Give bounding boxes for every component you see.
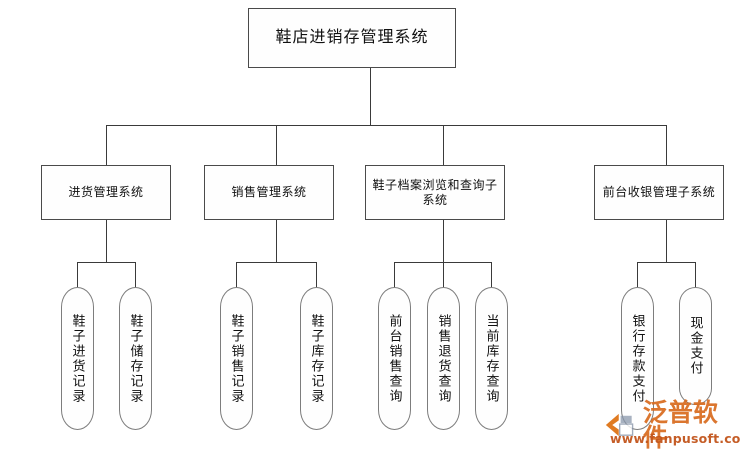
connector-drop-group4 [666,125,667,165]
connector-group1-bus [77,262,135,263]
node-bank-deposit-payment[interactable]: 银行存款支付 [621,287,654,430]
node-cashier-label: 前台收银管理子系统 [602,185,716,199]
node-sales-system[interactable]: 销售管理系统 [204,165,334,220]
node-sales-return-query-label: 销售退货查询 [436,313,452,404]
node-frontdesk-sales-query-label: 前台销售查询 [387,313,403,404]
node-root-label: 鞋店进销存管理系统 [275,29,429,46]
connector-group4-stem [666,220,667,262]
node-cashier-system[interactable]: 前台收银管理子系统 [594,165,724,220]
node-cash-payment[interactable]: 现金支付 [679,287,712,405]
node-shoe-inventory-record-label: 鞋子库存记录 [309,313,325,404]
node-sales-label: 销售管理系统 [231,185,307,199]
node-purchasing-system[interactable]: 进货管理系统 [41,165,171,220]
node-shoe-purchase-record[interactable]: 鞋子进货记录 [61,287,94,430]
connector-group1-leaf2 [135,262,136,287]
connector-group3-stem [443,220,444,287]
connector-drop-group2 [276,125,277,165]
connector-group3-bus [394,262,491,263]
node-shoe-purchase-record-label: 鞋子进货记录 [70,313,86,404]
node-root-system[interactable]: 鞋店进销存管理系统 [248,8,456,68]
node-shoe-sales-record[interactable]: 鞋子销售记录 [220,287,253,430]
connector-group4-leaf2 [695,262,696,287]
node-frontdesk-sales-query[interactable]: 前台销售查询 [378,287,411,430]
connector-group2-leaf2 [316,262,317,287]
node-shoe-inventory-record[interactable]: 鞋子库存记录 [300,287,333,430]
connector-root-stem [370,68,371,126]
connector-group4-leaf1 [637,262,638,287]
connector-drop-group3 [443,125,444,165]
node-bank-deposit-payment-label: 银行存款支付 [630,313,646,404]
connector-group4-bus [637,262,695,263]
connector-group2-stem [276,220,277,262]
node-current-inventory-query[interactable]: 当前库存查询 [475,287,508,430]
node-current-inventory-query-label: 当前库存查询 [484,313,500,404]
connector-group3-leaf1 [394,262,395,287]
node-shoe-storage-record-label: 鞋子储存记录 [128,313,144,404]
connector-main-bus [106,125,666,126]
node-purchasing-label: 进货管理系统 [68,185,144,199]
node-shoe-sales-record-label: 鞋子销售记录 [229,313,245,404]
node-shoe-storage-record[interactable]: 鞋子储存记录 [119,287,152,430]
node-cash-payment-label: 现金支付 [688,316,704,376]
connector-group3-leaf3 [491,262,492,287]
connector-drop-group1 [106,125,107,165]
connector-group2-leaf1 [236,262,237,287]
node-archive-query-system[interactable]: 鞋子档案浏览和查询子系统 [365,165,505,220]
node-archive-query-label: 鞋子档案浏览和查询子系统 [372,177,498,207]
connector-group2-bus [236,262,316,263]
connector-group1-stem [106,220,107,262]
connector-group1-leaf1 [77,262,78,287]
node-sales-return-query[interactable]: 销售退货查询 [427,287,460,430]
